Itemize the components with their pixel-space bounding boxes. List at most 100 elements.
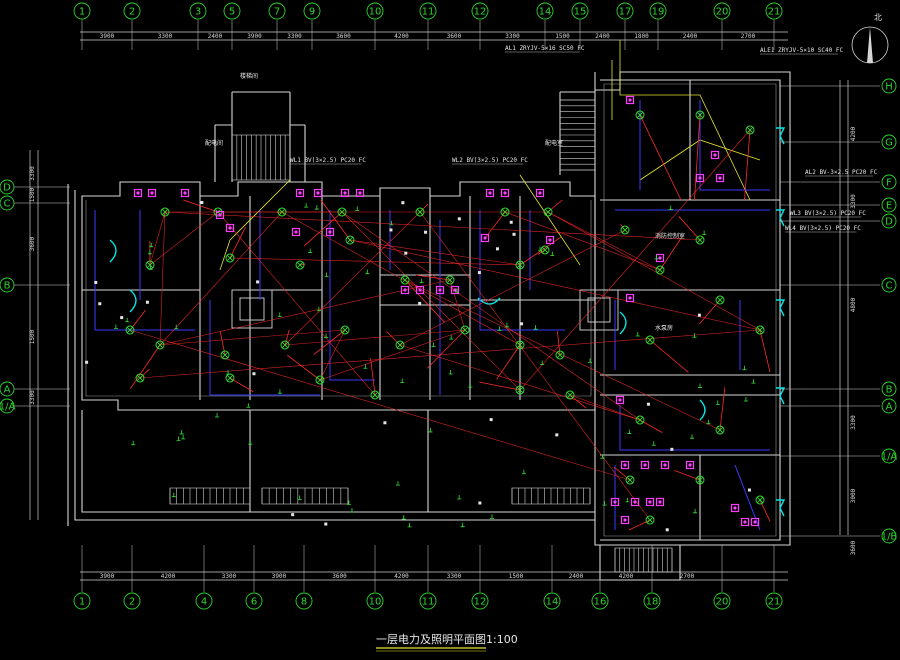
wall-socket-icon xyxy=(455,288,460,293)
wall-socket-icon xyxy=(248,440,253,445)
ceiling-light-cross xyxy=(566,391,574,399)
ceiling-light-ring xyxy=(415,207,425,217)
ceiling-light-cross xyxy=(516,341,524,349)
distribution-box-dot xyxy=(150,191,154,195)
ceiling-light-ring xyxy=(400,275,410,285)
wall-socket-icon xyxy=(538,246,543,252)
ceiling-light-cross xyxy=(341,326,349,334)
wall-socket-icon xyxy=(147,249,152,255)
dim-right-0: 4200 xyxy=(850,126,857,141)
power-link-9 xyxy=(569,394,641,421)
axis-bubble-bottom-10-circle xyxy=(366,592,384,610)
ceiling-light-ring xyxy=(555,350,565,360)
ceiling-light-cross xyxy=(696,236,704,244)
axis-bubble-right-7-circle xyxy=(881,398,897,414)
dim-top-7: 3600 xyxy=(447,33,462,40)
axis-bubble-top-21-label: 21 xyxy=(768,7,781,18)
wall-socket-icon xyxy=(431,342,436,347)
junction-mark xyxy=(555,433,559,437)
power-link-25 xyxy=(399,229,626,346)
power-run-1 xyxy=(183,199,219,213)
axis-bubble-left-4-label: 1/A xyxy=(0,402,15,413)
distribution-box-dot xyxy=(698,176,702,180)
wall-socket-icon xyxy=(457,495,462,500)
axis-bubble-right-9-label: 1/B xyxy=(881,532,898,543)
distribution-box-icon xyxy=(730,503,740,513)
wall-socket-icon xyxy=(349,508,354,513)
axis-bubble-bottom-18-label: 18 xyxy=(646,597,659,608)
panel-label-5: WL3 BV(3×2.5) PC20 FC xyxy=(790,210,866,217)
ceiling-light-icon xyxy=(160,207,170,217)
axis-bubble-bottom-11-circle xyxy=(419,592,437,610)
light-fixtures xyxy=(125,95,765,527)
ceiling-light-ring xyxy=(220,350,230,360)
ceiling-light-ring xyxy=(755,325,765,335)
ceiling-light-ring xyxy=(160,207,170,217)
ceiling-light-icon xyxy=(370,390,380,400)
axis-bubble-bottom-6-label: 6 xyxy=(251,597,257,608)
dim-top-4: 3300 xyxy=(287,33,302,40)
ceiling-light-ring xyxy=(655,265,665,275)
distribution-box-icon xyxy=(435,285,445,295)
distribution-box-icon xyxy=(133,188,143,198)
axis-bubble-bottom-1-label: 1 xyxy=(79,597,85,608)
elevator-shafts xyxy=(231,289,619,331)
ceiling-light-cross xyxy=(296,261,304,269)
axis-bubble-bottom-21-circle xyxy=(765,592,783,610)
axis-bubble-left-0-label: D xyxy=(3,183,11,194)
ceiling-light-ring xyxy=(715,425,725,435)
wall-socket-icon xyxy=(316,306,321,312)
junction-mark xyxy=(252,372,256,376)
ceiling-light-ring xyxy=(145,260,155,270)
junction-mark xyxy=(670,447,674,451)
distribution-box-icon xyxy=(625,95,635,105)
ceiling-light-cross xyxy=(501,208,509,216)
dim-bottom-7: 1500 xyxy=(509,573,524,580)
wall-socket-icon xyxy=(401,515,406,520)
circuit-wiring xyxy=(94,100,771,531)
power-run-3 xyxy=(303,211,343,247)
axis-bubble-top-1-circle xyxy=(73,2,91,20)
distribution-box-dot xyxy=(648,500,652,504)
wall-socket-icon xyxy=(751,379,756,384)
room-label-1: 楼梯间 xyxy=(240,72,258,80)
power-link-18 xyxy=(349,239,521,266)
distribution-box-icon xyxy=(640,460,650,470)
axis-bubble-right-1-circle xyxy=(881,134,897,150)
ceiling-light-ring xyxy=(445,275,455,285)
wall-socket-icon xyxy=(346,500,351,505)
stair-outline-3 xyxy=(231,134,291,181)
ceiling-light-cross xyxy=(756,496,764,504)
ceiling-light-cross xyxy=(226,374,234,382)
wall-socket-icon xyxy=(304,203,309,208)
ceiling-light-ring xyxy=(565,390,575,400)
axis-bubble-left-3-label: A xyxy=(4,385,11,396)
distribution-box-icon xyxy=(295,188,305,198)
dim-right-2: 4800 xyxy=(850,297,857,312)
ceiling-light-cross xyxy=(161,208,169,216)
dim-left-0: 3300 xyxy=(29,166,36,181)
ceiling-light-ring xyxy=(515,385,525,395)
wall-socket-icon xyxy=(504,322,509,328)
distribution-box-icon xyxy=(325,227,335,237)
axis-bubble-left-0-circle xyxy=(0,179,15,195)
wall-socket-icon xyxy=(277,389,282,394)
dim-right-4: 3000 xyxy=(850,488,857,503)
dim-bottom-0: 3900 xyxy=(100,573,115,580)
ceiling-light-ring xyxy=(695,110,705,120)
ceiling-light-icon xyxy=(565,390,575,400)
junction-mark xyxy=(646,402,650,406)
dim-right-5: 3600 xyxy=(850,540,857,555)
distribution-box-icon xyxy=(291,227,301,237)
wall-socket-icon xyxy=(246,403,251,408)
ceiling-light-cross xyxy=(278,208,286,216)
panel-label-0: AL1 ZRYJV-5×16 SC50 FC xyxy=(505,45,585,52)
axis-bubble-right-5-circle xyxy=(881,277,897,293)
building-walls xyxy=(67,71,791,581)
junction-mark xyxy=(145,300,149,304)
wall-socket-icon xyxy=(395,481,400,486)
power-run-37 xyxy=(759,329,771,373)
ceiling-light-icon xyxy=(515,385,525,395)
axis-bubble-bottom-20-circle xyxy=(713,592,731,610)
